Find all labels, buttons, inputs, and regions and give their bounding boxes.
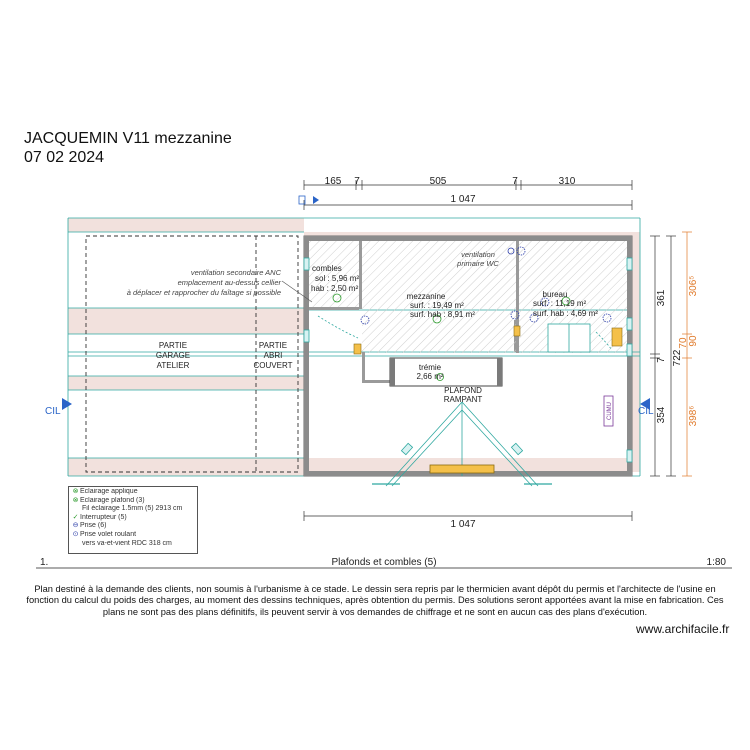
socket-icon [602, 313, 612, 323]
plan-scale: 1:80 [707, 557, 727, 568]
dim-7-c: 7 [656, 357, 667, 363]
dim-7-b: 7 [512, 176, 518, 187]
plan-date: 07 02 2024 [24, 149, 105, 166]
room-combles-sol: sol : 5,96 m² [315, 274, 359, 283]
right-outer-dimensions [682, 231, 692, 477]
switch-icon: ✓ [72, 513, 79, 521]
plafond-rampant-1: PLAFOND [444, 386, 482, 395]
legend-label: Eclairage applique [80, 488, 138, 495]
room-tremie-area: 2,66 m² [416, 372, 443, 381]
disclaimer-text: Plan destiné à la demande des clients, n… [26, 584, 724, 617]
room-combles-hab: hab : 2,50 m² [311, 284, 358, 293]
partie-abri-2: ABRI [264, 351, 283, 360]
partie-abri-1: PARTIE [259, 341, 287, 350]
vent-primaire-line-1: ventilation [461, 250, 495, 259]
partie-abri-3: COUVERT [254, 361, 293, 370]
legend-item: ⊗Eclairage applique [71, 488, 195, 497]
dimension-labels-orange: 306⁵ 70 90 398⁶ [678, 276, 699, 427]
dim-354: 354 [656, 406, 667, 423]
legend-label: Prise (6) [80, 522, 107, 530]
socket-icon [360, 315, 370, 325]
room-mezzanine-surf: surf. : 19,49 m² [410, 301, 464, 310]
ceiling-light-icon: ⊗ [72, 496, 79, 504]
plafond-rampant-2: RAMPANT [444, 395, 483, 404]
legend-item: ⊖Prise (6) [71, 522, 195, 531]
legend-item: ⊗Eclairage plafond (3) [71, 497, 195, 506]
plan-name: Plafonds et combles (5) [331, 557, 436, 568]
socket-icon [516, 246, 526, 256]
room-mezzanine-name: mezzanine [407, 292, 446, 301]
partie-garage-3: ATELIER [157, 361, 190, 370]
right-dimensions [650, 235, 676, 477]
legend-item: vers va-et-vient RDC 318 cm [71, 540, 195, 549]
room-combles-name: combles [312, 264, 342, 273]
vent-secondaire-line-1: ventilation secondaire ANC [191, 268, 282, 277]
cumulus-label: CUMU [607, 402, 613, 420]
room-bureau-surf: surf. : 11,19 m² [533, 299, 587, 308]
vent-secondaire-line-2: emplacement au-dessus cellier [178, 278, 282, 287]
dim-722: 722 [672, 349, 683, 366]
socket-icon [510, 310, 520, 320]
dim-total-top: 1 047 [450, 194, 475, 205]
top-dimensions [303, 180, 633, 521]
garage-outline [85, 235, 299, 473]
section-marker-right: CIL [638, 406, 654, 417]
section-markers [62, 195, 650, 410]
legend-item: ✓Interrupteur (5) [71, 514, 195, 523]
room-tremie-name: trémie [419, 363, 442, 372]
dim-361: 361 [656, 289, 667, 306]
dim-70: 70 [678, 337, 689, 349]
dim-165: 165 [325, 176, 342, 187]
vent-secondaire-line-3: à déplacer et rapprocher du faîtage si p… [127, 288, 281, 297]
footer-bar: 1. Plafonds et combles (5) 1:80 [40, 557, 726, 568]
rampant-roof [372, 401, 552, 487]
electrical-symbols [317, 246, 613, 381]
room-bureau-hab: surf. hab : 4,69 m² [533, 309, 598, 318]
windows [303, 257, 633, 463]
dim-505: 505 [430, 176, 447, 187]
vent-primaire-line-2: primaire WC [456, 259, 499, 268]
room-bureau-name: bureau [543, 290, 568, 299]
ceiling-light-icon [332, 293, 342, 303]
section-marker-left: CIL [45, 406, 61, 417]
section-labels: CIL CIL [45, 406, 654, 417]
tremie [389, 357, 503, 387]
socket-icon [540, 297, 550, 307]
legend-label: Eclairage plafond (3) [80, 496, 145, 504]
legend-label: Interrupteur (5) [80, 513, 127, 521]
socket-icon [529, 313, 539, 323]
dim-90: 90 [688, 335, 699, 347]
shutter-socket-icon: ⊙ [72, 530, 79, 538]
dimension-labels: 165 7 505 7 310 1 047 1 047 361 7 354 72… [325, 176, 683, 530]
area-labels: PARTIE GARAGE ATELIER PARTIE ABRI COUVER… [156, 341, 613, 420]
legend: ⊗Eclairage applique ⊗Eclairage plafond (… [68, 486, 198, 554]
dim-7-a: 7 [354, 176, 360, 187]
plan-number: 1. [40, 557, 48, 568]
plan-title: JACQUEMIN V11 mezzanine [24, 130, 232, 147]
furniture [353, 323, 623, 427]
dim-total-bottom: 1 047 [450, 519, 475, 530]
legend-item: Fil éclairage 1.5mm (5) 2913 cm [71, 505, 195, 514]
ceiling-light-icon [561, 296, 571, 306]
notes: ventilation secondaire ANC emplacement a… [127, 250, 500, 297]
legend-item: ⊙Prise volet roulant [71, 531, 195, 540]
partie-garage-1: PARTIE [159, 341, 187, 350]
room-labels: combles sol : 5,96 m² hab : 2,50 m² mezz… [311, 264, 598, 381]
shutter-socket-icon [507, 247, 515, 255]
legend-label: Prise volet roulant [80, 530, 137, 538]
room-mezzanine-hab: surf. hab : 8,91 m² [410, 310, 475, 319]
dim-306: 306⁵ [688, 276, 699, 297]
ceiling-light-icon [436, 373, 444, 381]
dim-310: 310 [559, 176, 576, 187]
legend-label: Fil éclairage 1.5mm (5) 2913 cm [82, 505, 183, 513]
socket-icon: ⊖ [72, 522, 79, 530]
wall-light-icon: ⊗ [72, 488, 79, 495]
website-link[interactable]: www.archifacile.fr [636, 622, 730, 636]
ceiling-light-icon [432, 314, 442, 324]
partie-garage-2: GARAGE [156, 351, 190, 360]
dim-398: 398⁶ [688, 406, 699, 427]
legend-label: vers va-et-vient RDC 318 cm [82, 539, 172, 547]
